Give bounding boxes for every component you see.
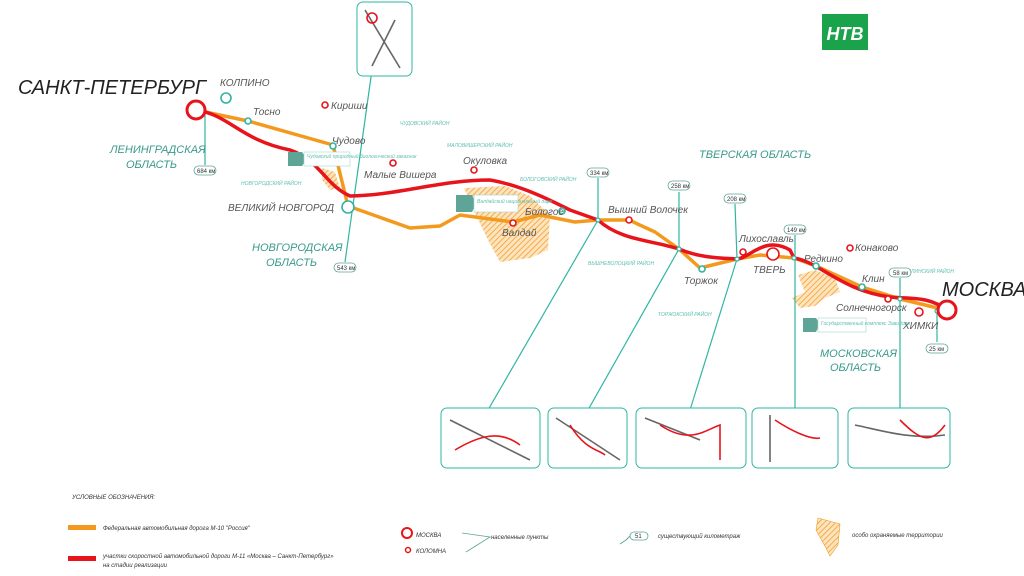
- district-bologovsky: БОЛОГОВСКИЙ РАЙОН: [520, 175, 577, 183]
- km-258: 258 км: [671, 184, 689, 190]
- region-leningrad-2: ОБЛАСТЬ: [126, 159, 177, 171]
- protected-area-zavidovo: [792, 270, 840, 308]
- km-badges: [193, 165, 949, 354]
- interchange-insets: [356, 1, 951, 469]
- region-leningrad-1: ЛЕНИНГРАДСКАЯ: [109, 144, 206, 156]
- reserve-label-valdai: Валдайский национальный парк: [456, 194, 553, 213]
- legend-m10: Федеральная автомобильная дорога М-10 "Р…: [103, 526, 251, 532]
- city-vyshny-volochek: Вышний Волочек: [608, 205, 689, 216]
- district-klinsky: КЛИНСКИЙ РАЙОН: [908, 267, 954, 275]
- city-okulovka: Окуловка: [463, 156, 508, 167]
- legend-m11-1: участки скоростной автомобильной дороги …: [102, 553, 334, 560]
- region-novgorod-2: ОБЛАСТЬ: [266, 257, 317, 269]
- district-chudovsky: ЧУДОВСКИЙ РАЙОН: [400, 119, 450, 127]
- legend-protected: особо охраняемые территории: [852, 533, 944, 539]
- legend-km-sample: 51: [635, 534, 642, 540]
- city-bologoe: Бологое: [525, 207, 564, 218]
- city-markers: [185, 92, 958, 321]
- region-novgorod-1: НОВГОРОДСКАЯ: [252, 242, 343, 254]
- city-konakovo: Конаково: [855, 243, 899, 254]
- km-543: 543 км: [337, 266, 355, 272]
- city-moscow: МОСКВА: [942, 279, 1024, 301]
- city-chudovo: Чудово: [332, 136, 366, 147]
- city-novgorod: ВЕЛИКИЙ НОВГОРОД: [228, 201, 334, 214]
- city-valdai: Валдай: [502, 228, 537, 239]
- svg-text:Государственный комплекс Завид: Государственный комплекс Завидово: [821, 320, 910, 327]
- km-684: 684 км: [197, 169, 215, 175]
- region-moscow-2: ОБЛАСТЬ: [830, 362, 881, 374]
- legend-city-big-marker: [401, 527, 413, 539]
- legend-m11-swatch: [68, 556, 96, 561]
- legend-settlements: населенные пункты: [491, 535, 549, 541]
- km-58: 58 км: [893, 271, 908, 277]
- legend-m10-swatch: [68, 525, 96, 530]
- city-malye-vishera: Малые Вишера: [364, 170, 437, 181]
- city-klin: Клин: [862, 274, 885, 285]
- km-334: 334 км: [590, 171, 608, 177]
- city-tosno: Тосно: [253, 107, 281, 118]
- svg-text:Чудовский природный биологичес: Чудовский природный биологический заказн…: [307, 153, 417, 160]
- reserve-label-chudovo: Чудовский природный биологический заказн…: [288, 151, 417, 167]
- km-208: 208 км: [727, 197, 745, 203]
- legend-city-small: КОЛОМНА: [416, 549, 446, 555]
- region-moscow-1: МОСКОВСКАЯ: [820, 348, 897, 360]
- legend-title: УСЛОВНЫЕ ОБОЗНАЧЕНИЯ:: [71, 495, 155, 501]
- svg-text:Валдайский национальный парк: Валдайский национальный парк: [477, 198, 553, 205]
- district-vyshnevolotsky: ВЫШНЕВОЛОЦКИЙ РАЙОН: [588, 259, 654, 267]
- road-m11: [195, 108, 948, 312]
- city-tver: ТВЕРЬ: [753, 265, 786, 276]
- district-malovishersky: МАЛОВИШЕРСКИЙ РАЙОН: [447, 141, 513, 149]
- city-likhoslavl: Лихославль: [738, 234, 794, 245]
- legend-protected-swatch: [815, 517, 841, 557]
- reserve-label-zavidovo: Государственный комплекс Завидово: [803, 317, 910, 333]
- city-redkino: Редкино: [804, 254, 843, 265]
- interchange-drawings: [364, 9, 946, 462]
- km-marker-lines: [204, 69, 938, 411]
- city-torzhok: Торжок: [684, 276, 719, 287]
- legend-km: существующий километраж: [658, 533, 741, 540]
- city-kirishi: Кириши: [331, 101, 368, 112]
- km-25: 25 км: [929, 347, 944, 353]
- city-solnechnogorsk: Солнечногорск: [836, 303, 908, 314]
- district-novgorodsky: НОВГОРОДСКИЙ РАЙОН: [241, 179, 302, 187]
- legend-city-small-marker: [404, 546, 412, 554]
- region-tver: ТВЕРСКАЯ ОБЛАСТЬ: [699, 149, 811, 161]
- city-spb: САНКТ-ПЕТЕРБУРГ: [18, 77, 208, 99]
- svg-text:НТВ: НТВ: [827, 24, 864, 44]
- legend-m11-2: на стадии реализации: [103, 563, 168, 569]
- city-kolpino: КОЛПИНО: [220, 78, 270, 89]
- legend-city-big: МОСКВА: [416, 533, 441, 539]
- district-torzhoksky: ТОРЖОКСКИЙ РАЙОН: [658, 310, 712, 318]
- city-khimki: ХИМКИ: [902, 321, 939, 332]
- ntv-logo: НТВ: [822, 14, 868, 50]
- km-149: 149 км: [787, 228, 805, 234]
